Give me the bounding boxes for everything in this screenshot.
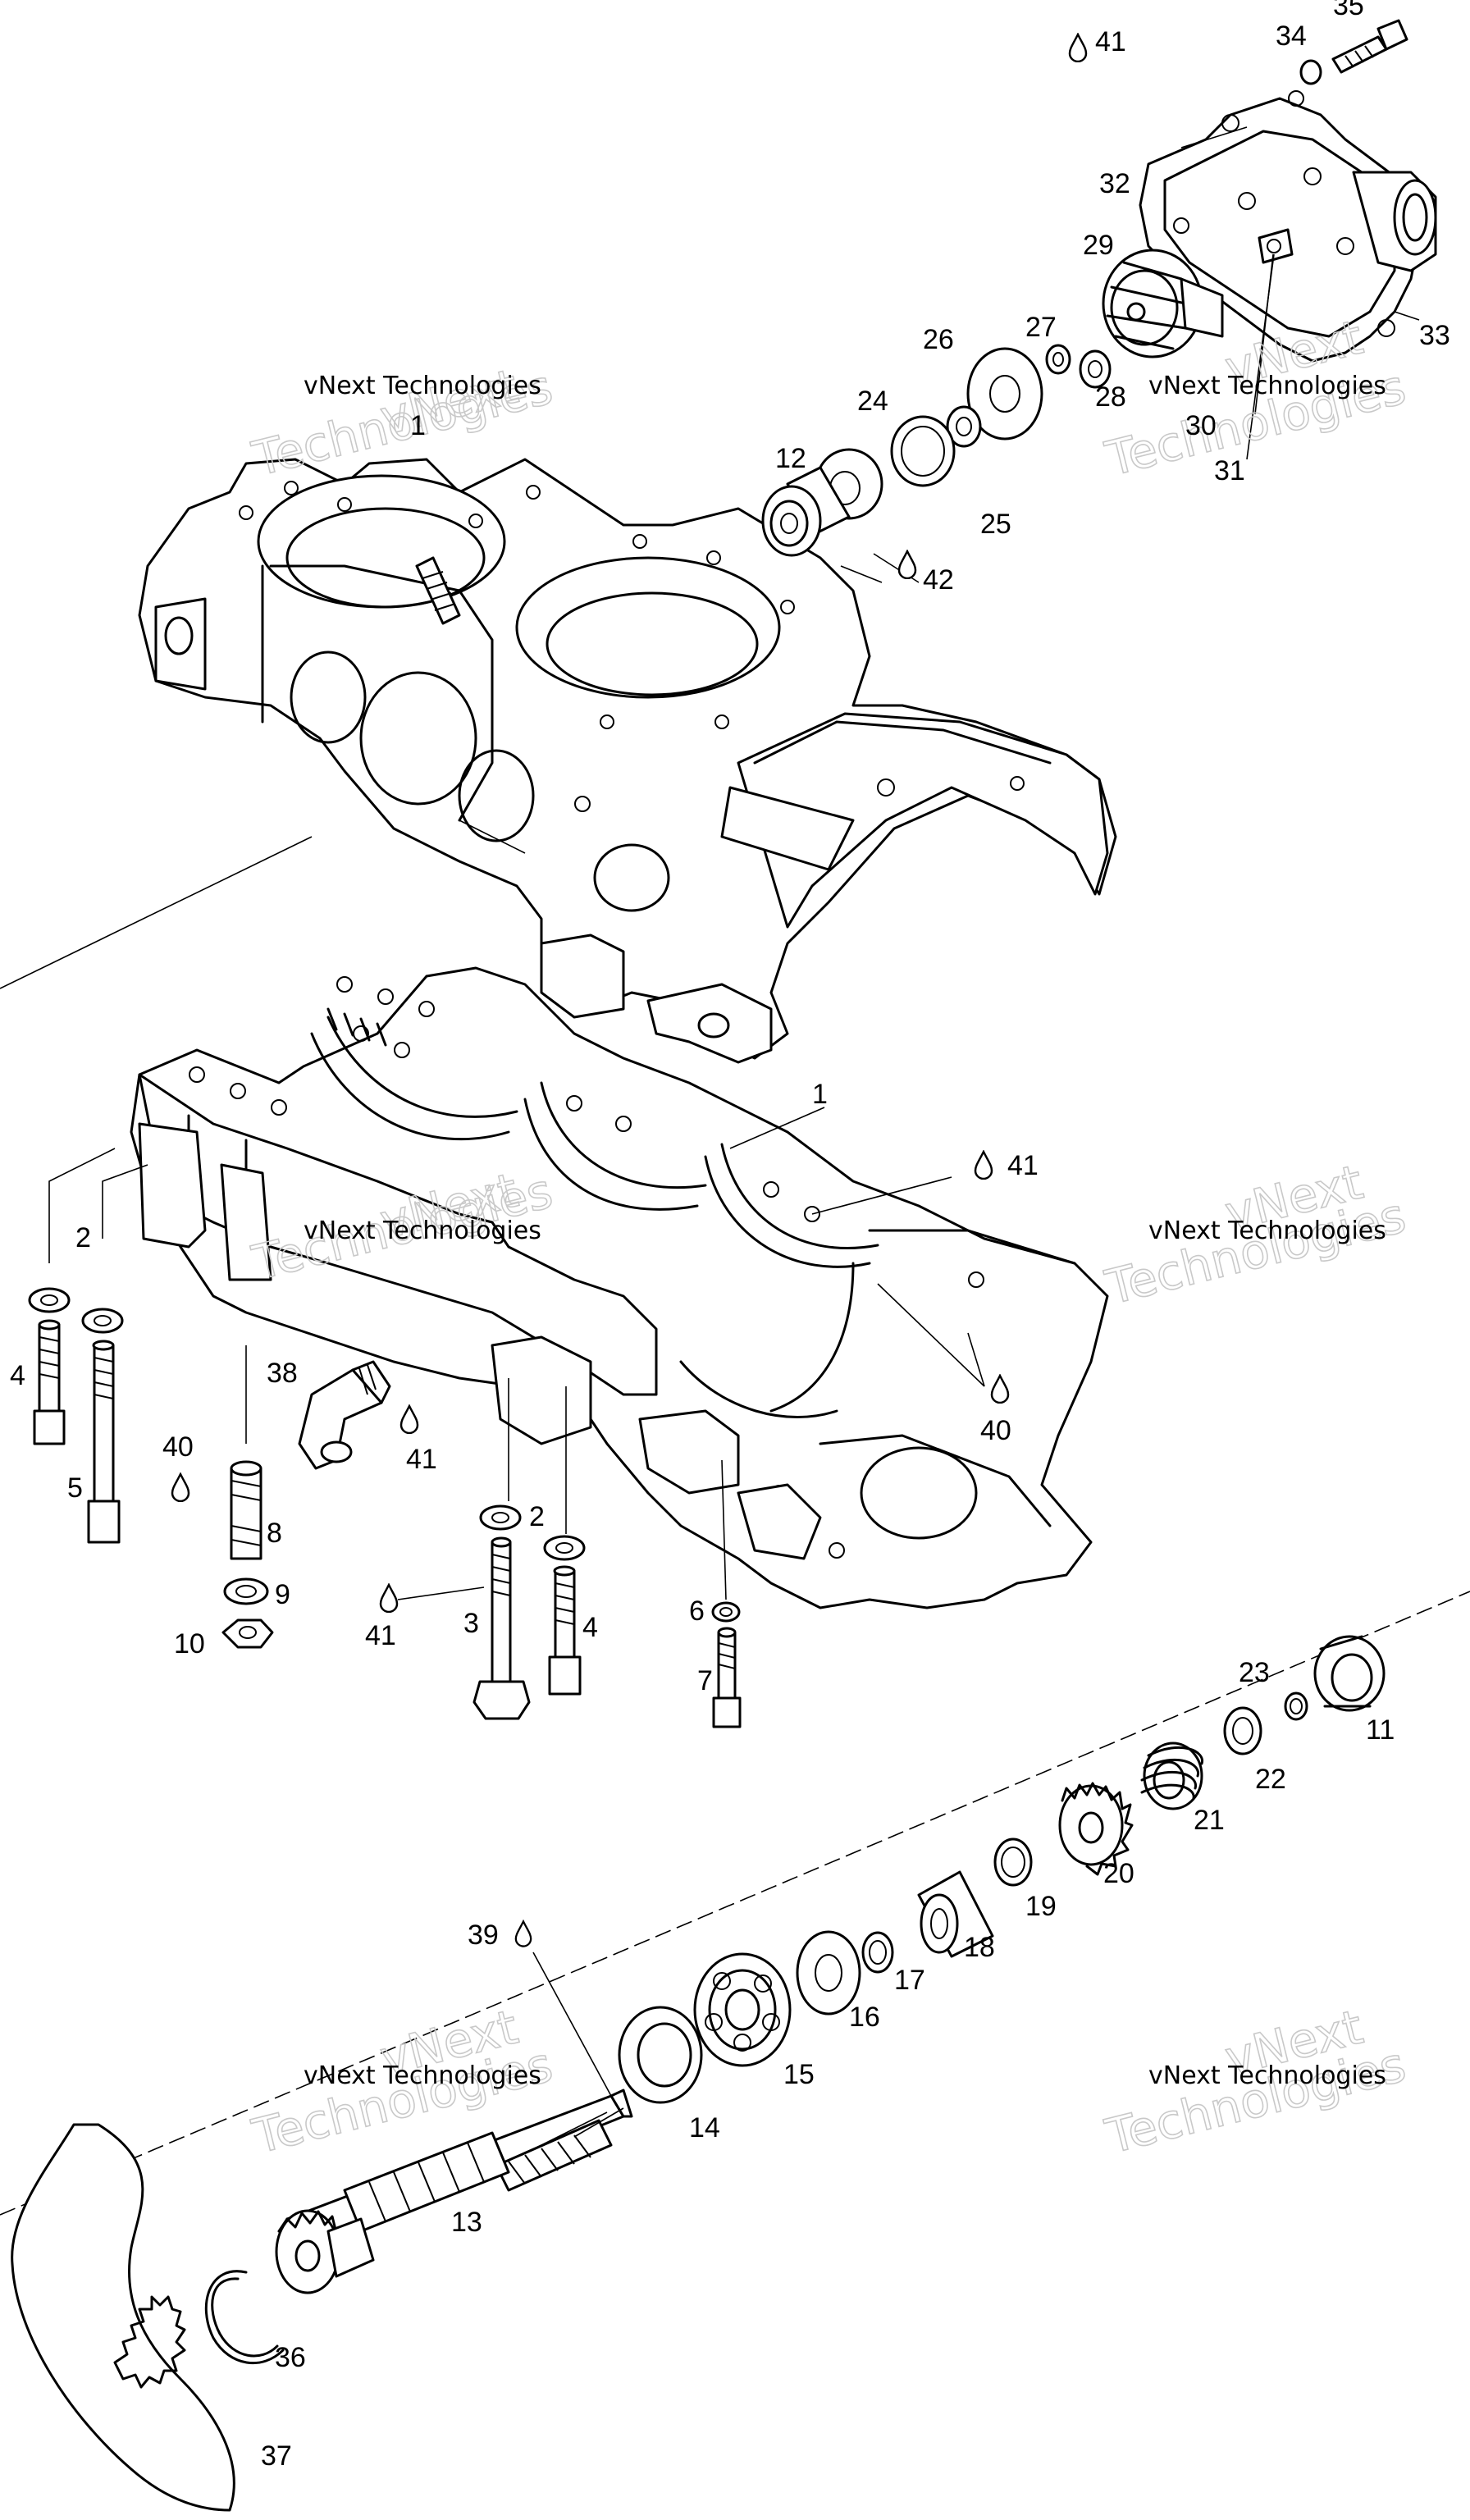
callout-36: 36 [275,2342,306,2373]
svg-text:vNext Technologies: vNext Technologies [1148,372,1386,400]
callout-30: 30 [1185,410,1217,441]
hardware-bolts-and-washers [28,1287,742,1728]
callout-21: 21 [1194,1805,1225,1836]
callout-1-upper: 1 [410,410,426,441]
callout-10: 10 [174,1628,205,1659]
watermark-top-right: Technologies vNext vNext Technologies [1099,308,1412,488]
callout-42: 42 [923,564,954,596]
drop-icon-41-fitting [399,1404,419,1434]
callout-19: 19 [1025,1891,1057,1922]
callout-41-mid: 41 [1007,1150,1039,1181]
watermark-bottom-right: Technologies vNext vNext Technologies [1099,1998,1412,2166]
callout-27: 27 [1025,312,1057,343]
callout-29: 29 [1083,230,1114,261]
callout-24: 24 [857,386,888,417]
leader-lines [48,126,1420,2150]
callout-41-fitting: 41 [406,1444,437,1475]
callout-18: 18 [964,1932,995,1963]
callout-38: 38 [267,1358,298,1389]
callout-2-right: 2 [529,1501,545,1532]
drop-icon-39 [514,1920,532,1947]
callout-3: 3 [463,1608,479,1639]
svg-text:vNext Technologies: vNext Technologies [1148,2061,1386,2090]
svg-text:vNext Technologies: vNext Technologies [304,1217,541,1245]
callout-16: 16 [849,2002,880,2033]
callout-4-right: 4 [582,1612,598,1643]
callout-6: 6 [689,1596,705,1627]
svg-text:vNext Technologies: vNext Technologies [304,372,541,400]
callout-4-left: 4 [10,1360,25,1391]
callout-13: 13 [451,2207,482,2238]
callout-39: 39 [468,1920,499,1951]
drop-icon-40-left [171,1472,190,1502]
upper-crankcase-half [138,458,1117,1064]
callout-14: 14 [689,2112,720,2143]
callout-labels: 41 34 35 32 29 33 27 26 28 30 31 24 25 1… [10,0,1450,2472]
callout-28: 28 [1095,381,1126,413]
drive-shaft-parts [11,1635,1386,2512]
callout-23: 23 [1239,1657,1270,1688]
callout-17: 17 [894,1965,925,1996]
callout-5: 5 [67,1472,83,1504]
callout-37: 37 [261,2440,292,2472]
svg-text:vNext Technologies: vNext Technologies [304,2061,541,2090]
callout-20: 20 [1103,1858,1134,1889]
callout-11: 11 [1366,1714,1395,1746]
drop-icon-41-mid [974,1150,993,1180]
separator-line-upper [0,836,313,989]
callout-40-right: 40 [980,1415,1011,1446]
drop-icon-41-top [1068,33,1088,62]
callout-8: 8 [267,1518,282,1549]
watermark-mid-right: Technologies vNext vNext Technologies [1099,1153,1412,1317]
callout-32: 32 [1099,168,1130,199]
water-pump-impeller [1102,249,1224,358]
callout-12: 12 [775,443,806,474]
callout-15: 15 [783,2059,815,2090]
callout-22: 22 [1255,1764,1286,1795]
callout-41-top: 41 [1095,26,1126,57]
callout-33: 33 [1419,320,1450,351]
svg-text:vNext Technologies: vNext Technologies [1148,1217,1386,1245]
callout-34: 34 [1276,21,1307,52]
callout-1-lower: 1 [812,1079,828,1110]
separator-line-lower [0,1591,1470,2216]
callout-26: 26 [923,324,954,355]
callout-2-left: 2 [75,1222,91,1253]
pump-seal-parts [761,19,1408,557]
callout-25: 25 [980,509,1011,540]
callout-40-left: 40 [162,1431,194,1463]
callout-35: 35 [1333,0,1364,21]
drop-icon-42 [897,550,917,579]
callout-9: 9 [275,1579,290,1610]
callout-41-bolt: 41 [365,1620,396,1651]
callout-31: 31 [1214,455,1245,486]
callout-7: 7 [697,1665,713,1696]
lower-crankcase-half [130,966,1109,1609]
drop-icon-41-bolt [379,1583,399,1613]
